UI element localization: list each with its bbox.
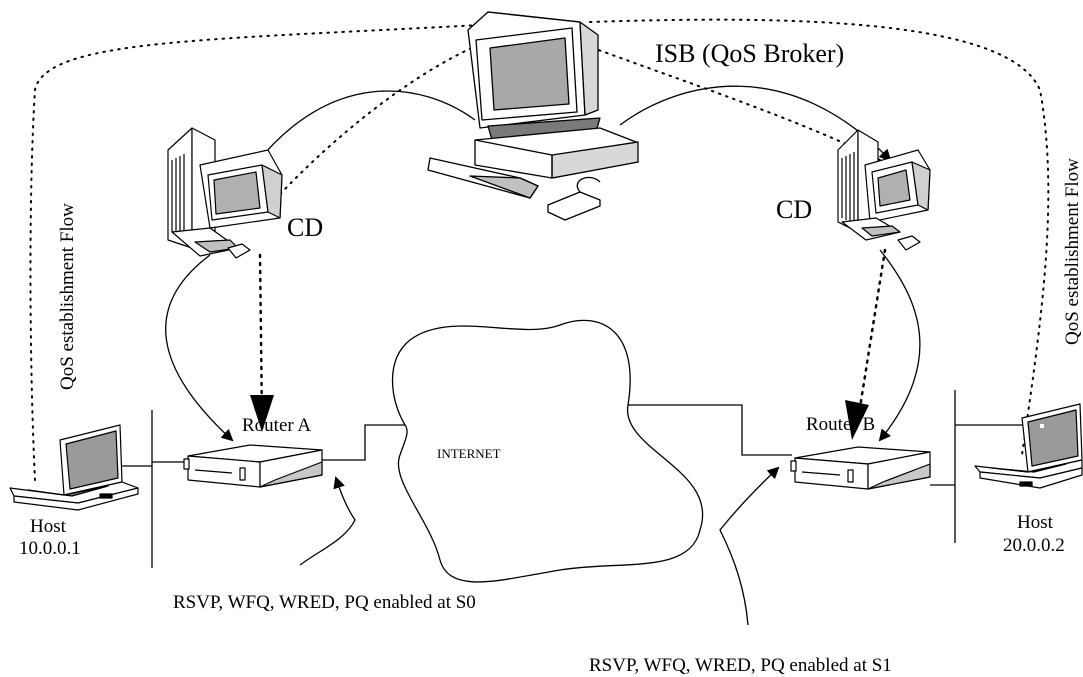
cd-left-computer-icon [167, 127, 283, 259]
note-s0-label: RSVP, WFQ, WRED, PQ enabled at S0 [173, 592, 476, 613]
router-b-icon [790, 446, 931, 490]
note-s1-arrow [719, 466, 780, 626]
flow-left-label: QoS establishment Flow [57, 203, 78, 390]
isb-to-cd-left-arrow [253, 90, 476, 167]
internet-label: INTERNET [437, 446, 501, 461]
isb-to-cd-left-dotted [269, 44, 479, 206]
router-b-label: Router B [806, 414, 875, 435]
router-a-arrowhead [250, 395, 274, 432]
host-right-ip: 20.0.0.2 [1003, 535, 1065, 556]
note-s0-arrow [299, 476, 356, 566]
isb-workstation-icon [427, 11, 639, 221]
cd-left-to-router-a-dotted [258, 253, 264, 422]
router-a-label: Router A [242, 415, 311, 436]
cd-right-computer-icon [837, 129, 931, 251]
host-right-name: Host [1017, 512, 1054, 533]
cd-left-label: CD [287, 213, 323, 242]
router-a-wan-link [322, 424, 405, 461]
flow-right-label: QoS establishment Flow [1062, 158, 1083, 345]
cd-right-to-router-b-dotted [856, 248, 887, 422]
host-right-laptop-icon [974, 403, 1083, 489]
cd-left-to-router-a-arrow [165, 254, 234, 442]
router-b-wan-link [628, 404, 792, 456]
note-s1-label: RSVP, WFQ, WRED, PQ enabled at S1 [589, 655, 892, 676]
host-left-laptop-icon [9, 424, 139, 511]
host-left-name: Host [30, 516, 67, 537]
internet-cloud [391, 319, 704, 583]
cd-right-to-router-b-arrow [878, 249, 921, 442]
qos-flow-right-dotted [589, 18, 1050, 456]
router-a-icon [183, 444, 323, 488]
isb-label: ISB (QoS Broker) [655, 39, 844, 68]
cd-right-label: CD [776, 195, 812, 224]
isb-to-cd-right-arrow [619, 85, 892, 162]
host-left-ip: 10.0.0.1 [19, 538, 81, 559]
router-b-arrowhead [845, 400, 869, 440]
